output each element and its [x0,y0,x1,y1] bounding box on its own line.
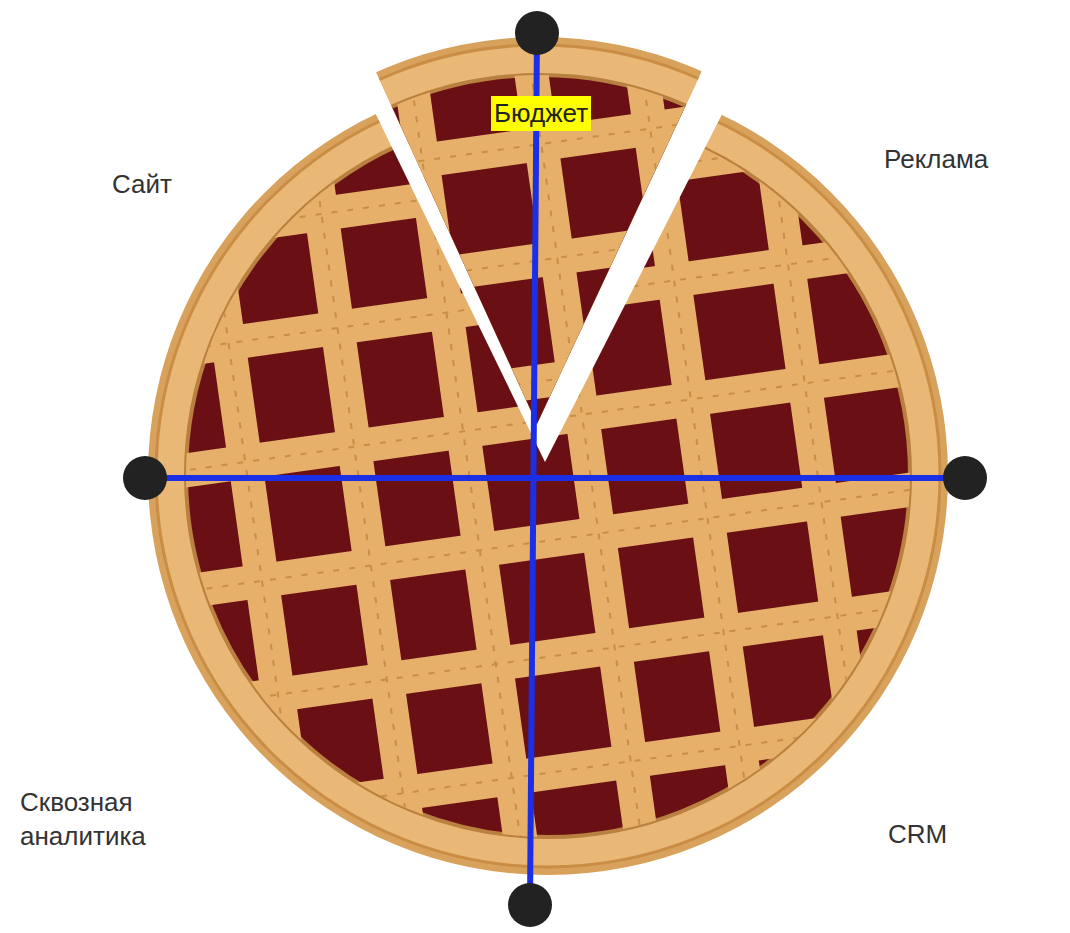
section-label: CRM [888,818,947,852]
section-label: Сквозная аналитика [20,786,220,854]
highlight-box: Бюджет [491,96,591,131]
section-label: Реклама [884,143,988,177]
section-label: Сайт [112,168,172,202]
highlight-text: Бюджет [494,97,588,130]
